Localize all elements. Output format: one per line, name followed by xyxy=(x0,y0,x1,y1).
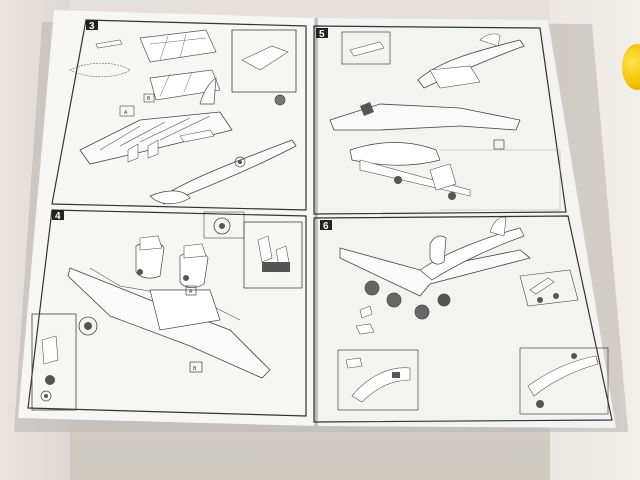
panel-6-tab xyxy=(320,220,332,230)
callout-marker-b: B xyxy=(193,366,197,372)
callout-letter-b: B xyxy=(147,96,151,102)
panel-3: 3 A B xyxy=(51,19,307,211)
panel-3-number: 3 xyxy=(89,21,95,32)
panel-4-tab xyxy=(52,210,64,220)
panel-5-number: 5 xyxy=(319,29,325,40)
yellow-object xyxy=(622,44,640,90)
callout-letter-a: A xyxy=(124,110,128,116)
panel-3-tab xyxy=(86,20,98,30)
panel-6-number: 6 xyxy=(323,221,329,232)
panel-4: 4 xyxy=(27,209,307,417)
left-page xyxy=(18,10,316,426)
panel-5-tab xyxy=(316,28,328,38)
panel-6: 6 xyxy=(313,215,613,423)
panel-4-number: 4 xyxy=(55,211,61,222)
panel-5: 5 xyxy=(313,25,567,215)
callout-marker-a: A xyxy=(189,289,193,295)
